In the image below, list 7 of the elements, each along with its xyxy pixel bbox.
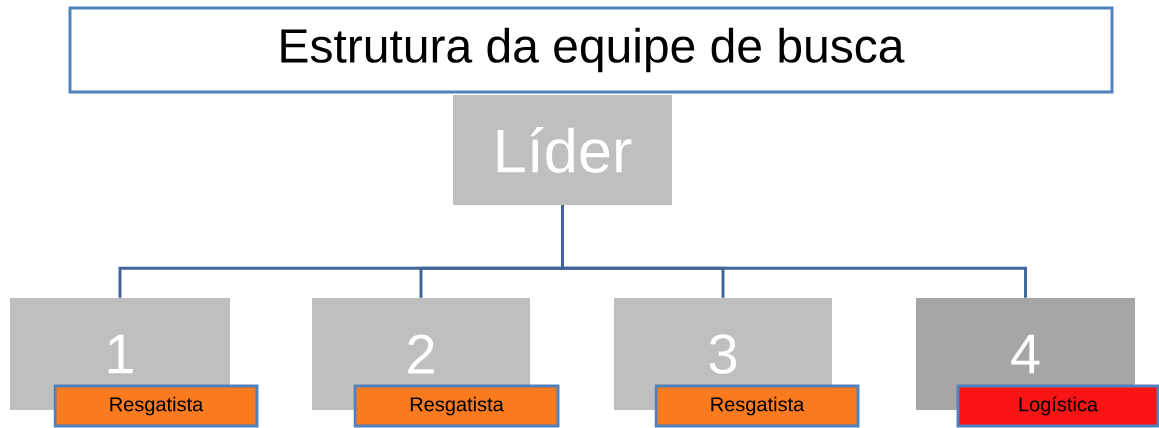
role-tag: Resgatista — [53, 384, 259, 428]
role-tag: Resgatista — [654, 384, 860, 428]
lead-box: Líder — [453, 95, 672, 205]
role-tag: Logística — [956, 384, 1159, 428]
title-box: Estrutura da equipe de busca — [68, 6, 1114, 94]
role-tag: Resgatista — [353, 384, 560, 428]
connector-line — [561, 205, 1027, 298]
